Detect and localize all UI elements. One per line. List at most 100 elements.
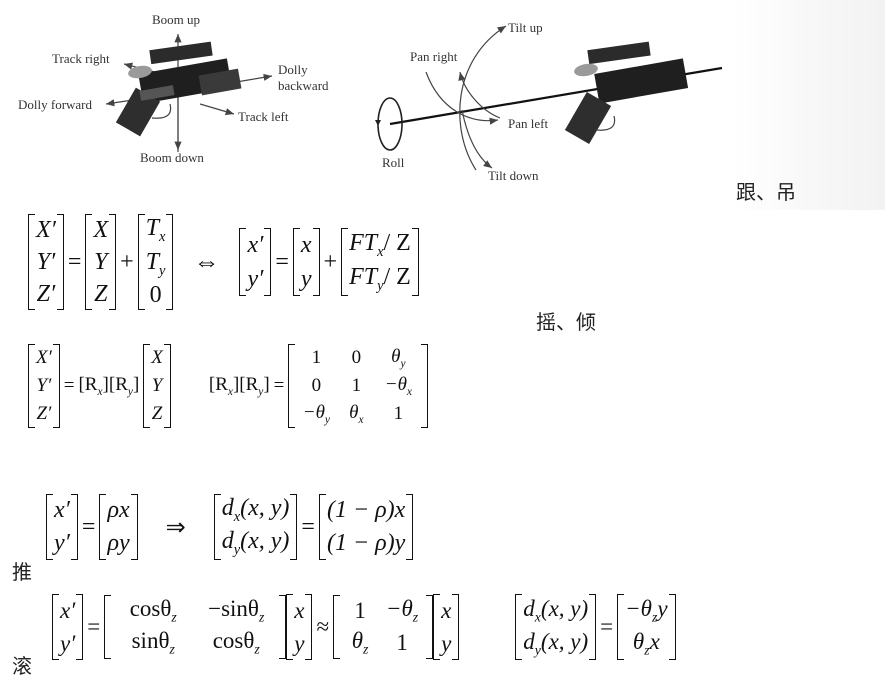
matrix-cell: Z′ bbox=[36, 280, 56, 307]
subscript: y bbox=[377, 277, 384, 294]
matrix-cell: X′ bbox=[36, 216, 56, 243]
matrix-cell: dx(x, y) bbox=[222, 495, 290, 526]
matrix-cell: cosθz bbox=[213, 628, 260, 658]
plus-sign: + bbox=[323, 248, 338, 275]
roll-label: Roll bbox=[382, 155, 405, 170]
matrix-cell: −sinθz bbox=[208, 596, 264, 626]
equation-zoom: x′ y′ = ρx ρy ⇒ dx(x, y) dy(x, y) = (1 −… bbox=[46, 494, 414, 560]
subscript: z bbox=[412, 609, 419, 625]
matrix-cell: 0 bbox=[149, 281, 162, 308]
subscript: x bbox=[233, 508, 241, 525]
subscript: z bbox=[171, 609, 177, 625]
d-symbol: d bbox=[523, 628, 535, 654]
subscript: z bbox=[169, 641, 175, 657]
note-roll: 滚 bbox=[12, 654, 32, 678]
rx-open: [R bbox=[78, 374, 98, 396]
subscript: x bbox=[97, 385, 103, 398]
equals-sign: = bbox=[275, 248, 289, 275]
equals-sign: = bbox=[273, 375, 285, 396]
subscript: z bbox=[254, 641, 260, 657]
subscript: y bbox=[534, 642, 541, 658]
matrix-cell: sinθz bbox=[132, 628, 175, 658]
trig: cosθ bbox=[212, 628, 255, 654]
t-symbol: T bbox=[145, 248, 160, 275]
matrix-cell: 1 bbox=[393, 403, 404, 424]
tilt-up-label: Tilt up bbox=[508, 20, 543, 35]
matrix-cell: y bbox=[294, 630, 305, 656]
matrix-cell: cosθz bbox=[130, 596, 177, 626]
matrix-cell: dy(x, y) bbox=[222, 528, 290, 559]
matrix-cell: y bbox=[300, 265, 312, 292]
note-zoom: 推 bbox=[12, 560, 32, 584]
ft-symbol: FT bbox=[349, 229, 378, 256]
matrix-cell: −θz bbox=[386, 596, 418, 626]
t-symbol: T bbox=[145, 215, 160, 242]
trig: −sinθ bbox=[208, 596, 259, 622]
matrix-result: (1 − ρ)x (1 − ρ)y bbox=[318, 494, 414, 560]
pan-left-label: Pan left bbox=[508, 116, 549, 131]
track-right-label: Track right bbox=[52, 51, 110, 66]
equation-rotation: X′ Y′ Z′ = [Rx][Ry] X Y Z [Rx][Ry] = 1 0… bbox=[28, 344, 429, 428]
matrix-cell: θx bbox=[349, 402, 363, 426]
matrix-cell: x′ bbox=[54, 497, 70, 523]
matrix-cell: FTy/ Z bbox=[349, 264, 411, 295]
pan-right-arc bbox=[458, 71, 501, 119]
theta: −θ bbox=[302, 402, 325, 424]
matrix-cell: Y bbox=[94, 248, 108, 275]
matrix-cell: Z bbox=[94, 280, 108, 307]
matrix-cell: −θzy bbox=[625, 596, 667, 626]
matrix-cell: x bbox=[300, 231, 312, 258]
matrix-cell: X bbox=[93, 216, 109, 243]
equals-sign: = bbox=[87, 614, 101, 639]
d-symbol: d bbox=[221, 528, 234, 555]
matrix-cell: Tx bbox=[146, 215, 166, 246]
ft-symbol: FT bbox=[349, 263, 378, 290]
matrix-cell: ρy bbox=[107, 530, 130, 556]
d-args: (x, y) bbox=[540, 595, 589, 621]
matrix-cell: y′ bbox=[60, 630, 76, 656]
matrix-cell: θy bbox=[391, 346, 405, 370]
matrix-d: dx(x, y) dy(x, y) bbox=[515, 594, 597, 660]
matrix-t: Tx Ty 0 bbox=[137, 214, 174, 310]
boom-down-label: Boom down bbox=[140, 150, 204, 165]
matrix-cell: 1 bbox=[311, 347, 322, 368]
pan-left-arc bbox=[425, 71, 499, 125]
matrix-cell: y′ bbox=[247, 265, 264, 292]
dolly-forward-label: Dolly forward bbox=[18, 97, 93, 112]
matrix-cell: (1 − ρ)y bbox=[326, 530, 406, 556]
pan-right-label: Pan right bbox=[410, 49, 458, 64]
matrix-cell: Y bbox=[151, 375, 163, 396]
matrix-cell: 0 bbox=[311, 375, 322, 396]
subscript: x bbox=[358, 413, 364, 426]
matrix-cell: θzx bbox=[633, 629, 660, 659]
matrix-cell: x bbox=[441, 597, 452, 623]
matrix-lhs: x′ y′ bbox=[52, 594, 84, 660]
matrix-cell: x bbox=[294, 597, 305, 623]
matrix-rotation: cosθz −sinθz sinθz cosθz bbox=[104, 595, 287, 659]
equals-sign: = bbox=[301, 513, 315, 540]
matrix-rho: ρx ρy bbox=[99, 494, 138, 560]
subscript: x bbox=[227, 385, 233, 398]
subscript: z bbox=[363, 641, 369, 657]
tilt-down-label: Tilt down bbox=[488, 168, 539, 183]
track-left-arrow bbox=[199, 103, 235, 116]
matrix-cell: x′ bbox=[247, 231, 264, 258]
variable: y bbox=[657, 595, 668, 621]
matrix-cell: Z′ bbox=[36, 403, 52, 424]
subscript: z bbox=[258, 609, 265, 625]
matrix-cell: Y′ bbox=[36, 375, 52, 396]
matrix-cell: 0 bbox=[351, 347, 362, 368]
camera-rotation-diagram: Tilt up Pan right Pan left Roll Tilt dow… bbox=[360, 0, 730, 190]
subscript: y bbox=[258, 385, 264, 398]
matrix-cell: Ty bbox=[146, 249, 166, 280]
variable: x bbox=[649, 628, 660, 654]
matrix-small-rotation: 1 0 θy 0 1 −θx −θy θx 1 bbox=[288, 344, 429, 428]
background-fade bbox=[730, 0, 885, 210]
d-args: (x, y) bbox=[240, 528, 290, 555]
subscript: z bbox=[644, 642, 650, 658]
matrix-cell: y bbox=[441, 630, 452, 656]
matrix-cell: Z bbox=[151, 403, 163, 424]
trig: cosθ bbox=[129, 596, 172, 622]
matrix-xy: x y bbox=[286, 594, 313, 660]
subscript: y bbox=[400, 357, 406, 370]
